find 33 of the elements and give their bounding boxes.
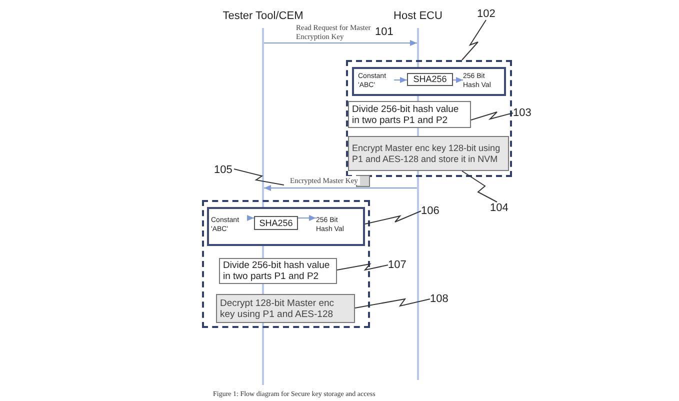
arrow bbox=[264, 40, 418, 46]
callout-number: 101 bbox=[375, 26, 394, 38]
hash-box bbox=[207, 207, 365, 246]
callout-number: 103 bbox=[513, 107, 533, 119]
process-box: Divide 256-bit hash value in two parts P1 and P2 bbox=[219, 258, 337, 284]
process-box: Encrypt Master enc key 128-bit using P1 and AES-128 and store it in NVM bbox=[348, 136, 509, 171]
leader-line bbox=[336, 263, 388, 271]
lifeline-title: Tester Tool/CEM bbox=[222, 9, 304, 23]
leader-line bbox=[234, 168, 284, 186]
arrow bbox=[264, 185, 418, 191]
leader-line bbox=[462, 20, 486, 60]
dashed-group-box bbox=[202, 200, 370, 328]
callout-number: 106 bbox=[421, 205, 441, 217]
arrow bbox=[246, 215, 254, 221]
process-box: SHA256 bbox=[407, 73, 453, 86]
arrow bbox=[452, 77, 464, 83]
dashed-group-box bbox=[346, 60, 512, 177]
hash-box bbox=[352, 67, 506, 96]
callout-number: 108 bbox=[430, 293, 450, 305]
arrow bbox=[298, 215, 316, 221]
lifeline-title: Host ECU bbox=[394, 9, 442, 23]
callout-number: 107 bbox=[388, 259, 408, 271]
callout-number: 104 bbox=[490, 202, 510, 214]
process-box: SHA256 bbox=[254, 216, 298, 230]
arrow bbox=[394, 77, 408, 83]
leader-line bbox=[462, 170, 498, 202]
leader-line bbox=[470, 112, 514, 120]
callout-number: 102 bbox=[477, 8, 497, 20]
leader-line bbox=[364, 210, 422, 224]
callout-number: 105 bbox=[214, 164, 234, 176]
leader-line bbox=[354, 298, 430, 308]
process-box: Divide 256-bit hash value in two parts P1 and P2 bbox=[348, 101, 471, 128]
process-box: Decrypt 128-bit Master enc key using P1 and AES-128 bbox=[216, 294, 355, 323]
